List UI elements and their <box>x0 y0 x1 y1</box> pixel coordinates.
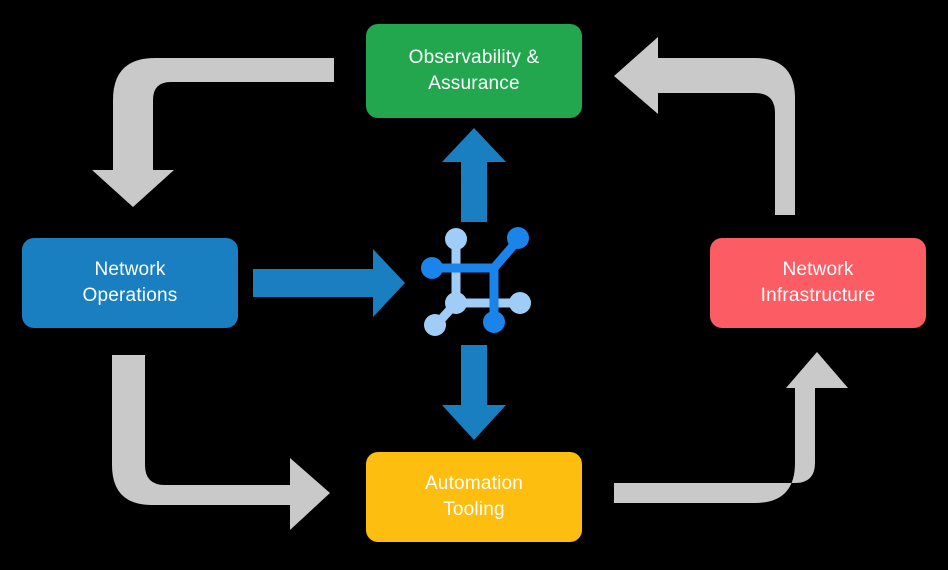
box-network-operations-label: Network Operations <box>82 258 178 306</box>
network-topology-icon <box>421 227 531 336</box>
box-automation-tooling-label: Automation Tooling <box>424 472 524 520</box>
box-network-infrastructure[interactable]: Network Infrastructure <box>710 238 926 328</box>
connector-center-to-automation <box>442 345 506 440</box>
connector-observability-to-operations <box>92 58 334 207</box>
box-observability-assurance-label: Observability & Assurance <box>408 46 540 94</box>
connector-operations-to-automation <box>112 355 330 530</box>
box-automation-tooling[interactable]: Automation Tooling <box>366 452 582 542</box>
box-observability-assurance[interactable]: Observability & Assurance <box>366 24 582 118</box>
box-network-operations[interactable]: Network Operations <box>22 238 238 328</box>
connector-operations-to-center <box>253 249 405 317</box>
connector-automation-to-infrastructure <box>614 352 848 503</box>
box-network-infrastructure-label: Network Infrastructure <box>760 258 876 306</box>
connector-center-to-observability <box>442 128 506 222</box>
connector-infrastructure-to-observability <box>614 37 795 215</box>
